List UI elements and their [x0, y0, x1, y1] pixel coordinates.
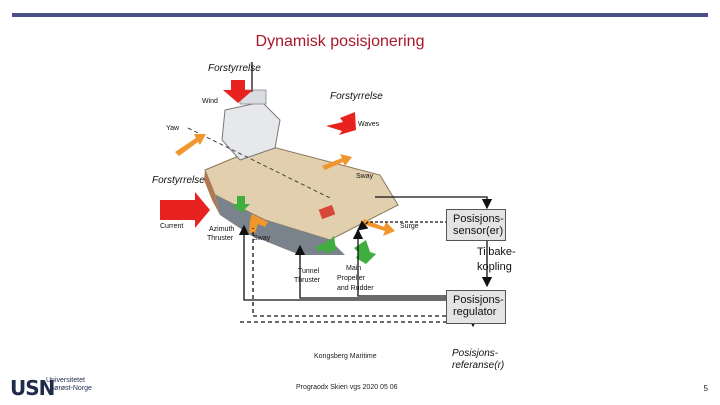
label-propeller: Propeller: [337, 275, 366, 282]
surge-arrow: [362, 219, 395, 236]
force-label-waves: Forstyrrelse: [330, 91, 383, 102]
header-accent-bar: [12, 13, 708, 17]
main-control-line: [352, 228, 446, 297]
reference-dashed-line: [252, 228, 446, 317]
wind-force-arrow: [223, 80, 253, 103]
regulator-box-line1: Posisjons-: [453, 294, 504, 306]
usn-logo-mark: USN: [10, 376, 55, 400]
feedback-label-line1: Tilbake-: [477, 246, 516, 258]
tunnel-thrust-arrow: [316, 236, 336, 254]
sway-bottom-arrow: [249, 214, 268, 233]
yaw-arrow: [175, 134, 206, 156]
sensor-box-line2: sensor(er): [453, 225, 504, 237]
position-regulator-box: Posisjons- regulator: [446, 290, 506, 324]
image-credit: Kongsberg Maritime: [314, 353, 377, 360]
azimuth-thrust-arrow: [232, 196, 250, 213]
main-propeller-arrow: [354, 240, 376, 264]
sway-top-arrow: [322, 154, 352, 170]
label-current: Current: [160, 223, 183, 230]
label-tunnel-thruster: Thruster: [294, 277, 321, 284]
azimuth-control-line: [238, 224, 446, 301]
sensor-to-ship-line: [356, 220, 453, 231]
waves-force-arrow: [326, 112, 356, 135]
ship-illustration: [204, 62, 399, 255]
logo-text-line2: i Sørøst-Norge: [46, 385, 92, 392]
label-sway-top: Sway: [356, 173, 374, 180]
sensor-feed-line: [375, 196, 493, 210]
page-number: 5: [703, 384, 708, 393]
force-label-wind: Forstyrrelse: [208, 63, 261, 74]
label-azimuth-thruster: Thruster: [207, 235, 234, 242]
label-rudder: and Rudder: [337, 285, 374, 292]
control-loop: [238, 196, 493, 328]
label-sway-bottom: Sway: [253, 235, 271, 242]
logo-text-line1: Universitetet: [46, 377, 85, 384]
usn-logo-text: Universitetet i Sørøst-Norge: [46, 377, 92, 393]
position-sensor-box: Posisjons- sensor(er): [446, 209, 506, 241]
label-surge: Surge: [400, 223, 419, 230]
sensor-box-line1: Posisjons-: [453, 213, 504, 225]
reference-label-line1: Posisjons-: [452, 348, 499, 359]
current-force-arrow: [160, 192, 210, 228]
feedback-label-line2: kopling: [477, 261, 512, 273]
heading-line: [187, 127, 331, 199]
label-tunnel: Tunnel: [298, 268, 320, 275]
reference-line: [240, 316, 479, 328]
label-wind: Wind: [202, 98, 218, 105]
label-azimuth: Azimuth: [209, 226, 234, 233]
label-waves: Waves: [358, 121, 380, 128]
label-main: Main: [346, 265, 361, 272]
footer-event: Prograodx Skien vgs 2020 05 06: [296, 384, 398, 391]
label-yaw: Yaw: [166, 125, 180, 132]
reference-label-line2: referanse(r): [452, 360, 504, 371]
page-title: Dynamisk posisjonering: [255, 33, 425, 50]
force-label-current: Forstyrrelse: [152, 175, 205, 186]
tunnel-control-line: [294, 244, 446, 299]
regulator-box-line2: regulator: [453, 306, 497, 318]
